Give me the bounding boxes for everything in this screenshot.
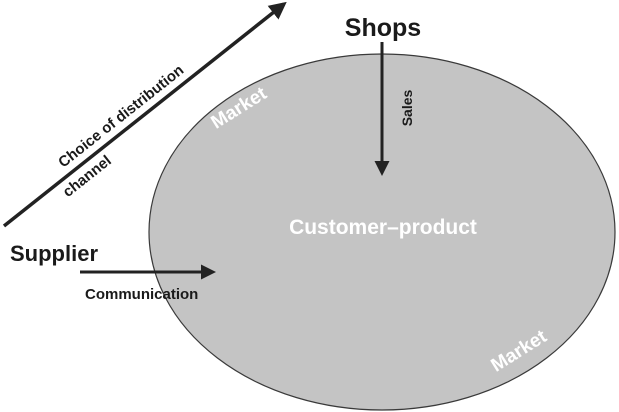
sales-label: Sales [399, 89, 415, 126]
customer-product-label: Customer–product [289, 216, 477, 239]
distribution-label-line1: Choice of distribution [55, 62, 187, 172]
supplier-label: Supplier [10, 241, 98, 266]
communication-label: Communication [85, 286, 198, 303]
distribution-arrow [2, 1, 287, 228]
shops-label: Shops [345, 14, 421, 42]
